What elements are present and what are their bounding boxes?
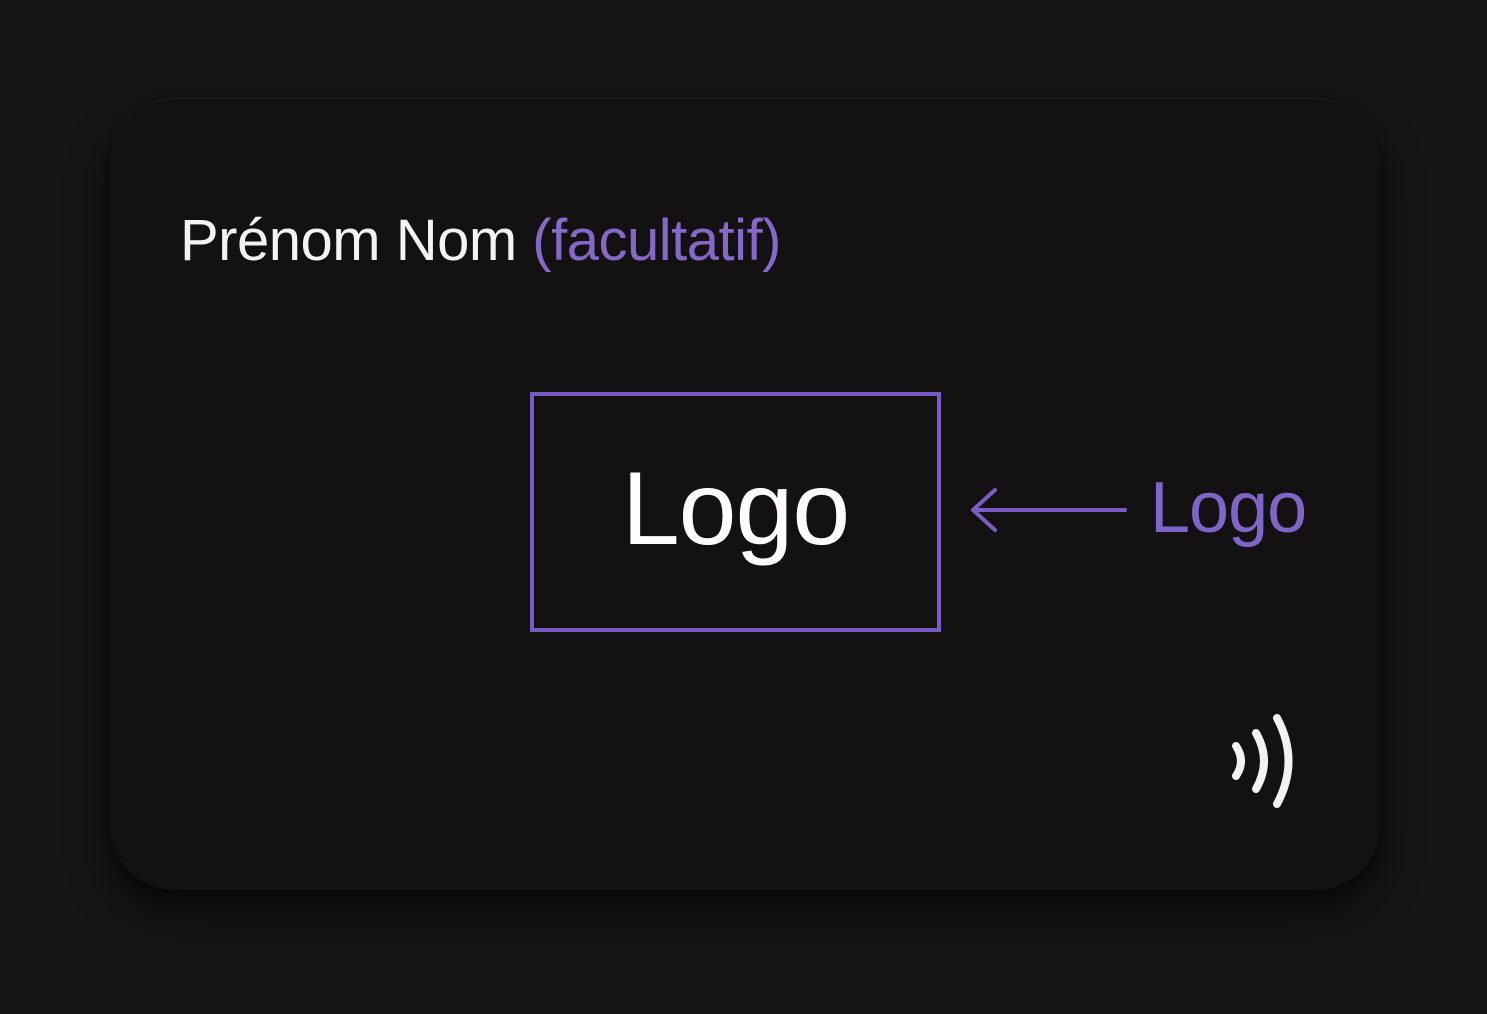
name-line: Prénom Nom (facultatif): [180, 206, 781, 276]
contactless-icon: [1232, 714, 1293, 808]
arrow-left-icon: [971, 488, 1127, 532]
logo-box-text: Logo: [621, 451, 850, 567]
name-text: Prénom Nom: [180, 208, 517, 273]
optional-text: (facultatif): [532, 208, 781, 273]
card: Prénom Nom (facultatif) Logo Logo: [110, 98, 1380, 890]
logo-placeholder-box: Logo: [530, 392, 941, 632]
logo-pointer-label: Logo: [1150, 468, 1307, 548]
